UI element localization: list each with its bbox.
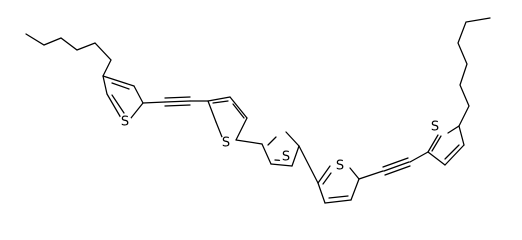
svg-text:S: S <box>336 159 344 174</box>
ring-link-3-4 <box>298 145 319 184</box>
ring-link-2-3 <box>235 139 263 145</box>
thiophene-ring-4 <box>317 165 360 204</box>
alkyne-bond-right <box>358 151 429 180</box>
svg-text:S: S <box>222 136 230 151</box>
thiophene-ring-5 <box>427 125 465 166</box>
alkyne-bond-left <box>142 96 209 107</box>
sulfur-atom-4: S <box>333 159 347 174</box>
chemical-structure: S S S S S <box>25 17 491 204</box>
sulfur-atom-5: S <box>428 120 442 135</box>
thiophene-ring-2 <box>207 96 248 141</box>
thiophene-ring-1 <box>102 75 144 119</box>
svg-text:S: S <box>431 120 439 135</box>
hexyl-chain-left <box>25 33 112 77</box>
hexyl-chain-right <box>457 17 491 127</box>
sulfur-atom-1: S <box>118 115 132 130</box>
sulfur-atom-2: S <box>219 136 233 151</box>
svg-text:S: S <box>121 115 129 130</box>
svg-text:S: S <box>282 150 290 165</box>
sulfur-atom-3: S <box>279 150 293 165</box>
